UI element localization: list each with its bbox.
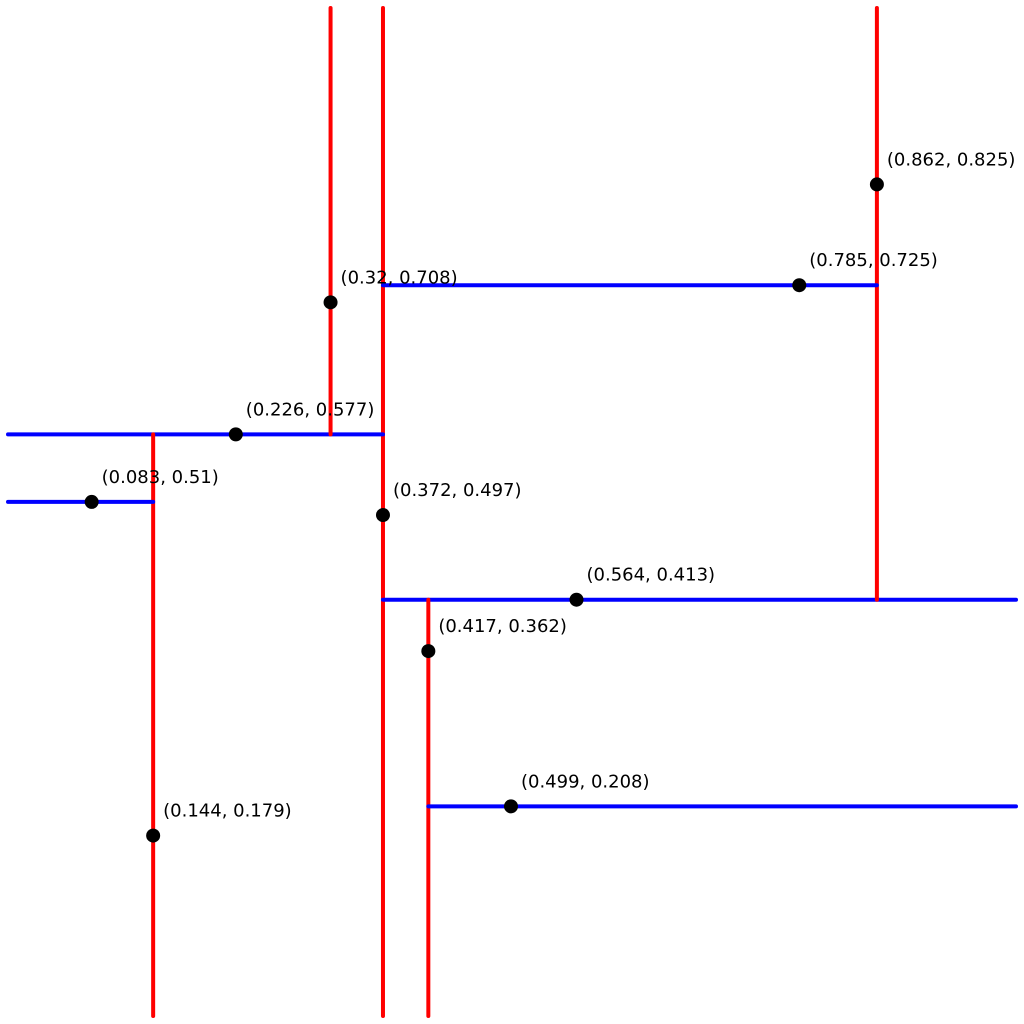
data-point-9 (146, 828, 161, 843)
point-label-6: (0.564, 0.413) (587, 565, 716, 586)
data-point-3 (228, 427, 243, 442)
point-label-7: (0.417, 0.362) (438, 616, 567, 637)
point-label-3: (0.226, 0.577) (246, 399, 375, 420)
data-point-0 (869, 177, 884, 192)
data-point-6 (569, 592, 584, 607)
point-label-9: (0.144, 0.179) (163, 801, 292, 822)
data-point-1 (792, 278, 807, 293)
point-labels: (0.862, 0.825) (0.785, 0.725) (0.32, 0.708… (102, 149, 1016, 821)
point-label-0: (0.862, 0.825) (887, 149, 1016, 170)
data-point-4 (84, 494, 99, 509)
point-label-2: (0.32, 0.708) (341, 267, 458, 288)
point-label-1: (0.785, 0.725) (809, 250, 938, 271)
data-point-5 (375, 508, 390, 523)
data-points (84, 177, 884, 843)
point-label-8: (0.499, 0.208) (521, 771, 650, 792)
point-label-4: (0.083, 0.51) (102, 467, 219, 488)
data-point-7 (421, 644, 436, 659)
data-point-8 (503, 799, 518, 814)
data-point-2 (323, 295, 338, 310)
point-label-5: (0.372, 0.497) (393, 480, 522, 501)
